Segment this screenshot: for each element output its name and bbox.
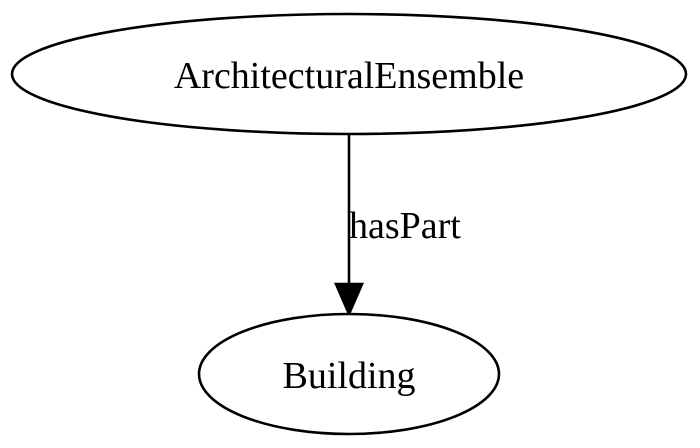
- node-building[interactable]: Building: [197, 312, 501, 436]
- node-building-label: Building: [282, 355, 415, 397]
- edge-has-part-label: hasPart: [349, 205, 461, 247]
- edge-has-part-arrowhead: [334, 282, 364, 318]
- node-building-ellipse: [197, 312, 501, 436]
- node-architectural-ensemble[interactable]: ArchitecturalEnsemble: [10, 12, 688, 136]
- edge-has-part[interactable]: hasPart: [334, 134, 461, 318]
- node-architectural-ensemble-label: ArchitecturalEnsemble: [174, 55, 524, 97]
